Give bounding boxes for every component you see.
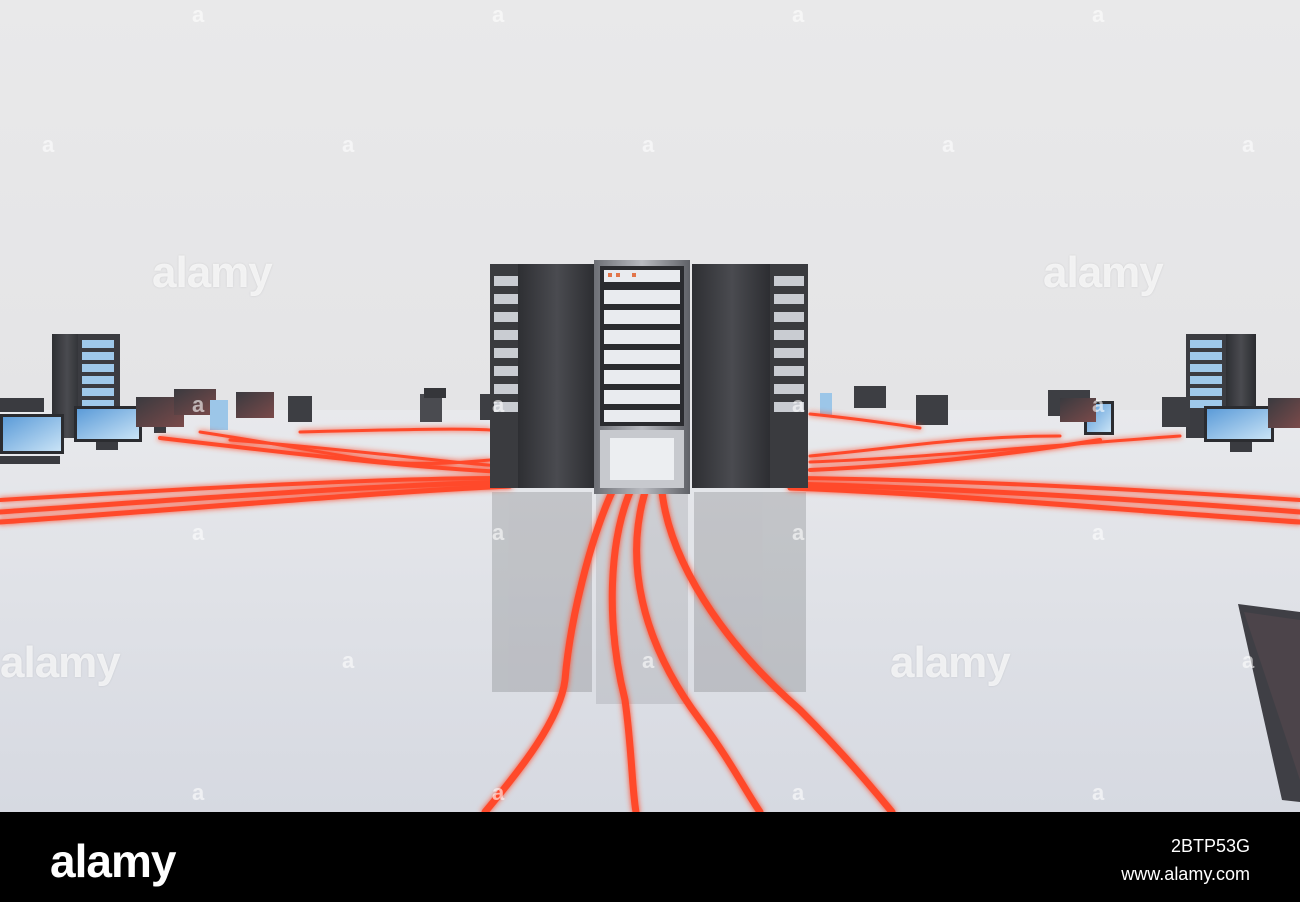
svg-text:a: a: [942, 132, 955, 157]
monitor: [0, 398, 44, 412]
svg-text:a: a: [192, 392, 205, 417]
monitor: [820, 393, 832, 415]
monitor: [236, 392, 274, 418]
monitor: [1162, 397, 1190, 427]
main-server-left-rack: [490, 264, 596, 488]
server-network-illustration: a a a a a a a a a a a a a a a a a a a a a a a a alamy alam…: [0, 0, 1300, 812]
watermark-text: alamy: [890, 638, 1011, 687]
svg-text:a: a: [492, 520, 505, 545]
svg-text:a: a: [792, 392, 805, 417]
watermark-marks: a a a a a a a a a a a a a a a a a a a a a a a a: [42, 2, 1255, 805]
svg-text:a: a: [1092, 2, 1105, 27]
monitor: [174, 389, 216, 415]
svg-text:a: a: [492, 780, 505, 805]
svg-text:a: a: [342, 648, 355, 673]
monitor: [1204, 406, 1274, 452]
svg-text:a: a: [792, 2, 805, 27]
monitor: [74, 406, 142, 450]
svg-text:a: a: [42, 132, 55, 157]
scene-svg: a a a a a a a a a a a a a a a a a a a a a a a a: [0, 0, 1300, 812]
footer-brand-logo: alamy: [50, 835, 176, 887]
svg-text:a: a: [792, 520, 805, 545]
svg-text:a: a: [642, 648, 655, 673]
network-cables: [0, 412, 1300, 812]
svg-text:a: a: [192, 780, 205, 805]
monitor: [420, 388, 446, 422]
footer-image-id: 2BTP53G: [1170, 836, 1250, 856]
svg-text:a: a: [192, 520, 205, 545]
svg-text:a: a: [642, 132, 655, 157]
monitor: [916, 395, 948, 425]
watermark-text: alamy: [152, 248, 273, 297]
monitor: [288, 396, 312, 422]
main-server-center-rack: [594, 260, 690, 494]
main-server-right-rack: [692, 264, 808, 488]
watermark-text: alamy: [1043, 248, 1164, 297]
svg-text:a: a: [192, 2, 205, 27]
svg-text:a: a: [1092, 392, 1105, 417]
svg-text:a: a: [1242, 132, 1255, 157]
svg-text:a: a: [1092, 780, 1105, 805]
left-server-rack: [52, 334, 120, 438]
svg-text:a: a: [1242, 648, 1255, 673]
svg-text:a: a: [342, 132, 355, 157]
stock-footer-bar: alamy 2BTP53G www.alamy.com: [0, 812, 1300, 902]
footer-url: www.alamy.com: [1121, 864, 1250, 884]
right-workstations: [820, 386, 1300, 452]
svg-text:a: a: [492, 2, 505, 27]
monitor: [0, 414, 64, 464]
monitor: [1268, 398, 1300, 428]
svg-text:a: a: [492, 392, 505, 417]
monitor: [480, 394, 492, 420]
svg-text:a: a: [1092, 520, 1105, 545]
left-workstations: [0, 388, 492, 464]
watermark-text: alamy: [0, 638, 121, 687]
monitor: [854, 386, 886, 408]
monitor: [210, 400, 228, 430]
foreground-monitor: [1238, 604, 1300, 802]
monitor: [1060, 398, 1096, 422]
svg-text:a: a: [792, 780, 805, 805]
